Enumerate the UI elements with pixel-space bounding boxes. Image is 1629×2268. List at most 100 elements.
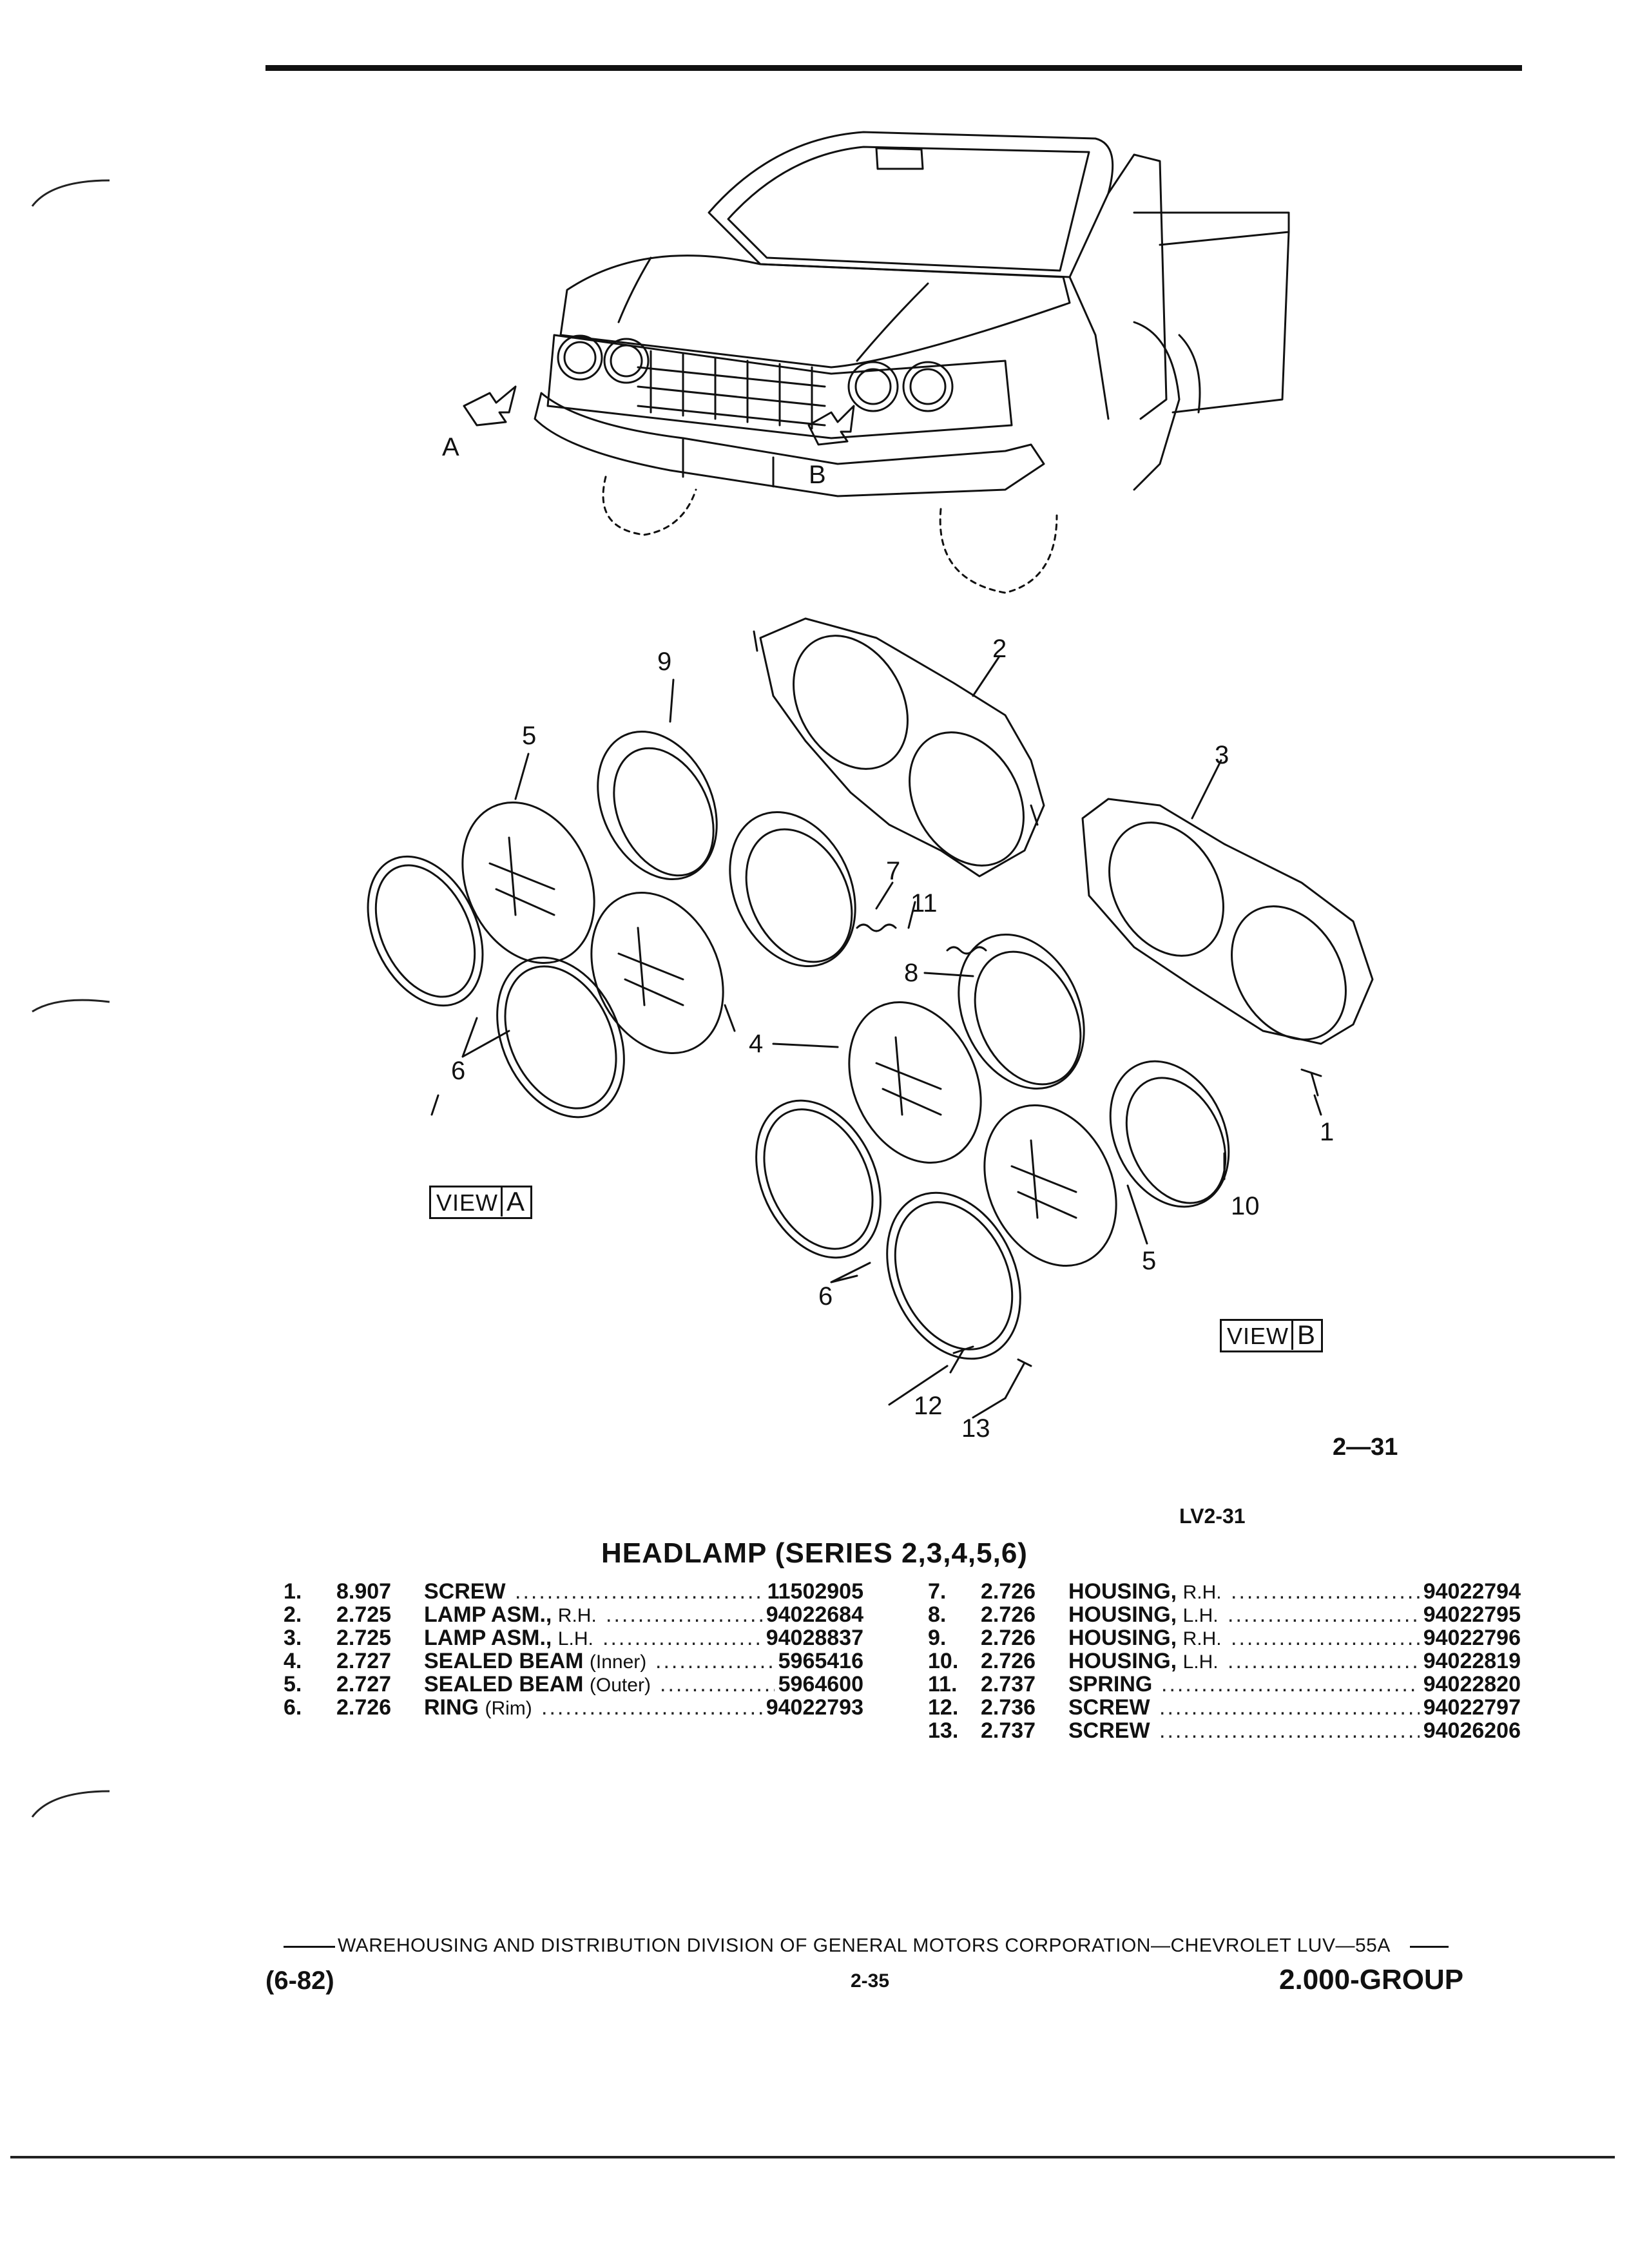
part-name: SPRING	[1068, 1672, 1153, 1696]
callout-11: 11	[911, 889, 938, 918]
part-qualifier: L.H.	[557, 1628, 593, 1649]
sealed-beam-inner-right	[848, 1001, 982, 1164]
part-number: 5965416	[778, 1649, 863, 1673]
item-number: 12.	[928, 1695, 959, 1720]
leader-dots: ........................................…	[1159, 1696, 1420, 1719]
part-number: 94022819	[1423, 1649, 1521, 1673]
bottom-rule	[10, 2156, 1615, 2158]
part-description: SCREW	[1068, 1696, 1150, 1720]
leader-dots: ........................................…	[1231, 1580, 1420, 1603]
leader-dots: ........................................…	[1228, 1603, 1420, 1626]
part-name: HOUSING,	[1068, 1579, 1177, 1604]
leader-dots: ........................................…	[660, 1673, 775, 1696]
group-number: 2.736	[981, 1695, 1036, 1720]
group-number: 2.725	[336, 1602, 392, 1627]
arrow-a-label: A	[442, 433, 459, 461]
punch-mark	[31, 1790, 110, 1818]
group-number: 2.726	[981, 1626, 1036, 1650]
callout-1: 1	[1320, 1118, 1335, 1146]
footer-date: (6-82)	[265, 1966, 334, 1995]
sealed-beam-outer-left	[461, 802, 595, 964]
section-title: HEADLAMP (SERIES 2,3,4,5,6)	[601, 1537, 1028, 1569]
part-name: SEALED BEAM	[424, 1672, 584, 1696]
leader-dots: ........................................…	[515, 1580, 764, 1603]
group-number: 2.727	[336, 1672, 392, 1696]
leader-dots: ........................................…	[1228, 1649, 1420, 1673]
exploded-headlamp-diagram	[367, 131, 1374, 1419]
view-a-arrow	[463, 385, 517, 427]
part-qualifier: (Rim)	[485, 1698, 532, 1719]
group-number: 2.726	[981, 1602, 1036, 1627]
footer-line: WAREHOUSING AND DISTRIBUTION DIVISION OF…	[284, 1935, 1449, 1957]
leader-dots: ........................................…	[1161, 1673, 1420, 1696]
callout-8: 8	[904, 959, 919, 987]
part-qualifier: L.H.	[1182, 1605, 1219, 1626]
item-number: 4.	[284, 1649, 302, 1673]
callout-10: 10	[1231, 1192, 1260, 1220]
part-description: HOUSING, R.H.	[1068, 1580, 1222, 1604]
ring-left-upper	[367, 855, 484, 1007]
item-number: 9.	[928, 1626, 947, 1650]
callout-6-right: 6	[818, 1282, 833, 1311]
part-description: HOUSING, L.H.	[1068, 1603, 1219, 1628]
housing-7	[729, 811, 856, 968]
callout-4: 4	[749, 1030, 764, 1058]
part-name: SCREW	[1068, 1718, 1150, 1743]
truck-illustration	[534, 131, 1290, 594]
callout-5-right: 5	[1142, 1247, 1157, 1275]
parts-row: 8. 2.726 HOUSING, L.H.....................…	[928, 1603, 1521, 1626]
callout-3: 3	[1215, 741, 1229, 769]
footer-page: 2-35	[851, 1970, 890, 1992]
housing-8	[958, 933, 1085, 1090]
part-name: HOUSING,	[1068, 1626, 1177, 1650]
spring-right	[946, 946, 987, 955]
callout-6-left: 6	[451, 1057, 466, 1085]
part-number: 5964600	[778, 1672, 863, 1696]
part-name: HOUSING,	[1068, 1649, 1177, 1673]
part-name: SCREW	[424, 1579, 506, 1604]
sealed-beam-outer-right	[983, 1104, 1117, 1267]
item-number: 2.	[284, 1602, 302, 1627]
lamp-assembly-lh	[1081, 798, 1374, 1045]
part-number: 94026206	[1423, 1718, 1521, 1743]
item-number: 1.	[284, 1579, 302, 1604]
lamp-assembly-rh	[753, 617, 1045, 878]
punch-mark	[32, 999, 110, 1013]
part-name: RING	[424, 1695, 479, 1720]
item-number: 5.	[284, 1672, 302, 1696]
ring-right-upper	[755, 1099, 882, 1259]
item-number: 11.	[928, 1672, 958, 1696]
item-number: 8.	[928, 1602, 947, 1627]
part-description: RING (Rim)	[424, 1696, 532, 1720]
screw-1	[1300, 1068, 1322, 1097]
group-number: 2.726	[981, 1579, 1036, 1604]
spring-left	[856, 923, 897, 932]
part-description: SEALED BEAM (Inner)	[424, 1649, 646, 1674]
leader-dots: ........................................…	[602, 1626, 762, 1649]
part-number: 94022796	[1423, 1626, 1521, 1650]
screw-12	[949, 1345, 974, 1374]
housing-9	[597, 730, 718, 881]
view-b-arrow	[807, 405, 855, 446]
part-name: SCREW	[1068, 1695, 1150, 1720]
callout-2: 2	[992, 635, 1007, 663]
part-number: 94022793	[766, 1695, 863, 1720]
figure-number: 2—31	[1333, 1434, 1398, 1461]
part-number: 94022820	[1423, 1672, 1521, 1696]
part-description: SCREW	[1068, 1719, 1150, 1744]
callout-5-left: 5	[522, 722, 537, 750]
leader-dots: ........................................…	[1231, 1626, 1420, 1649]
group-number: 2.726	[336, 1695, 392, 1720]
part-description: LAMP ASM., L.H.	[424, 1626, 593, 1651]
part-name: LAMP ASM.,	[424, 1626, 552, 1650]
